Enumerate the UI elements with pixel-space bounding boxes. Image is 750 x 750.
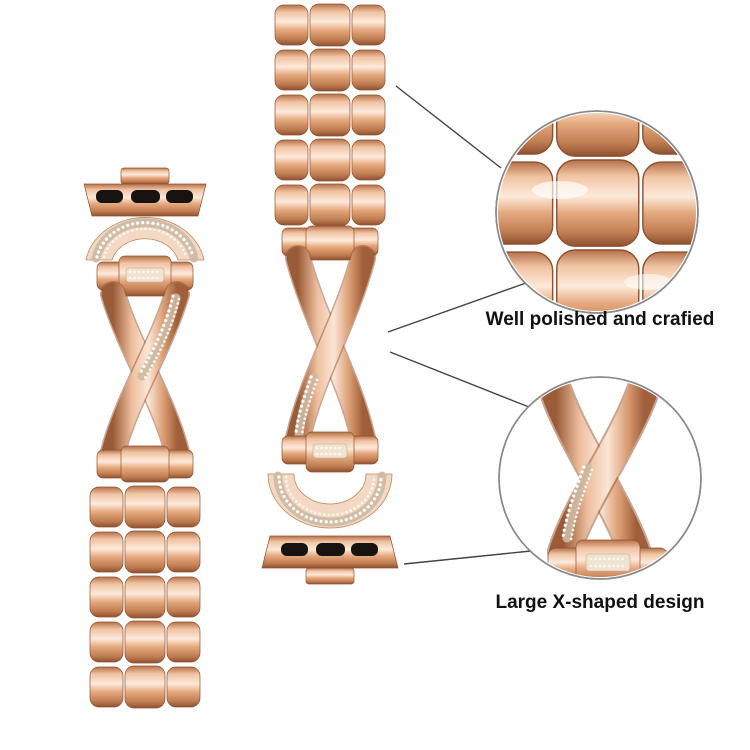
right-band-rhinestone-arc bbox=[267, 471, 393, 529]
leader-line bbox=[389, 351, 530, 408]
callout-top-zoom-content bbox=[498, 113, 696, 311]
leader-line bbox=[387, 282, 527, 333]
adapter-slot bbox=[166, 190, 193, 203]
left-band bbox=[83, 167, 207, 709]
left-band-rhinestone-arc bbox=[85, 217, 205, 263]
callout-bottom-zoom-content bbox=[539, 379, 669, 577]
adapter-slot bbox=[131, 190, 160, 203]
leader-line bbox=[403, 550, 532, 565]
adapter-slot bbox=[316, 543, 345, 556]
adapter-slot bbox=[96, 190, 123, 203]
left-band-adapter bbox=[83, 167, 207, 217]
callout-top-circle bbox=[495, 110, 699, 314]
leader-line bbox=[395, 85, 502, 169]
right-band-chain-links bbox=[274, 3, 386, 227]
rhinestone-strip bbox=[125, 267, 165, 283]
callout-bottom-circle bbox=[498, 376, 702, 580]
right-band-lower-hinge bbox=[281, 431, 379, 473]
right-band bbox=[261, 3, 399, 585]
callout-leader-lines bbox=[387, 85, 532, 565]
left-band-chain-links bbox=[89, 485, 201, 709]
caption-polished: Well polished and crafied bbox=[486, 309, 715, 330]
left-band-lower-hinge bbox=[96, 445, 194, 483]
left-band-x-link bbox=[100, 281, 190, 465]
adapter-slot bbox=[351, 543, 378, 556]
rhinestone-strip bbox=[585, 553, 631, 572]
right-band-x-link bbox=[285, 245, 376, 451]
caption-x-design: Large X-shaped design bbox=[495, 592, 704, 613]
adapter-slot bbox=[281, 543, 308, 556]
right-band-adapter bbox=[261, 535, 399, 585]
rhinestone-strip bbox=[312, 443, 348, 459]
left-band-upper-hinge bbox=[96, 255, 194, 297]
